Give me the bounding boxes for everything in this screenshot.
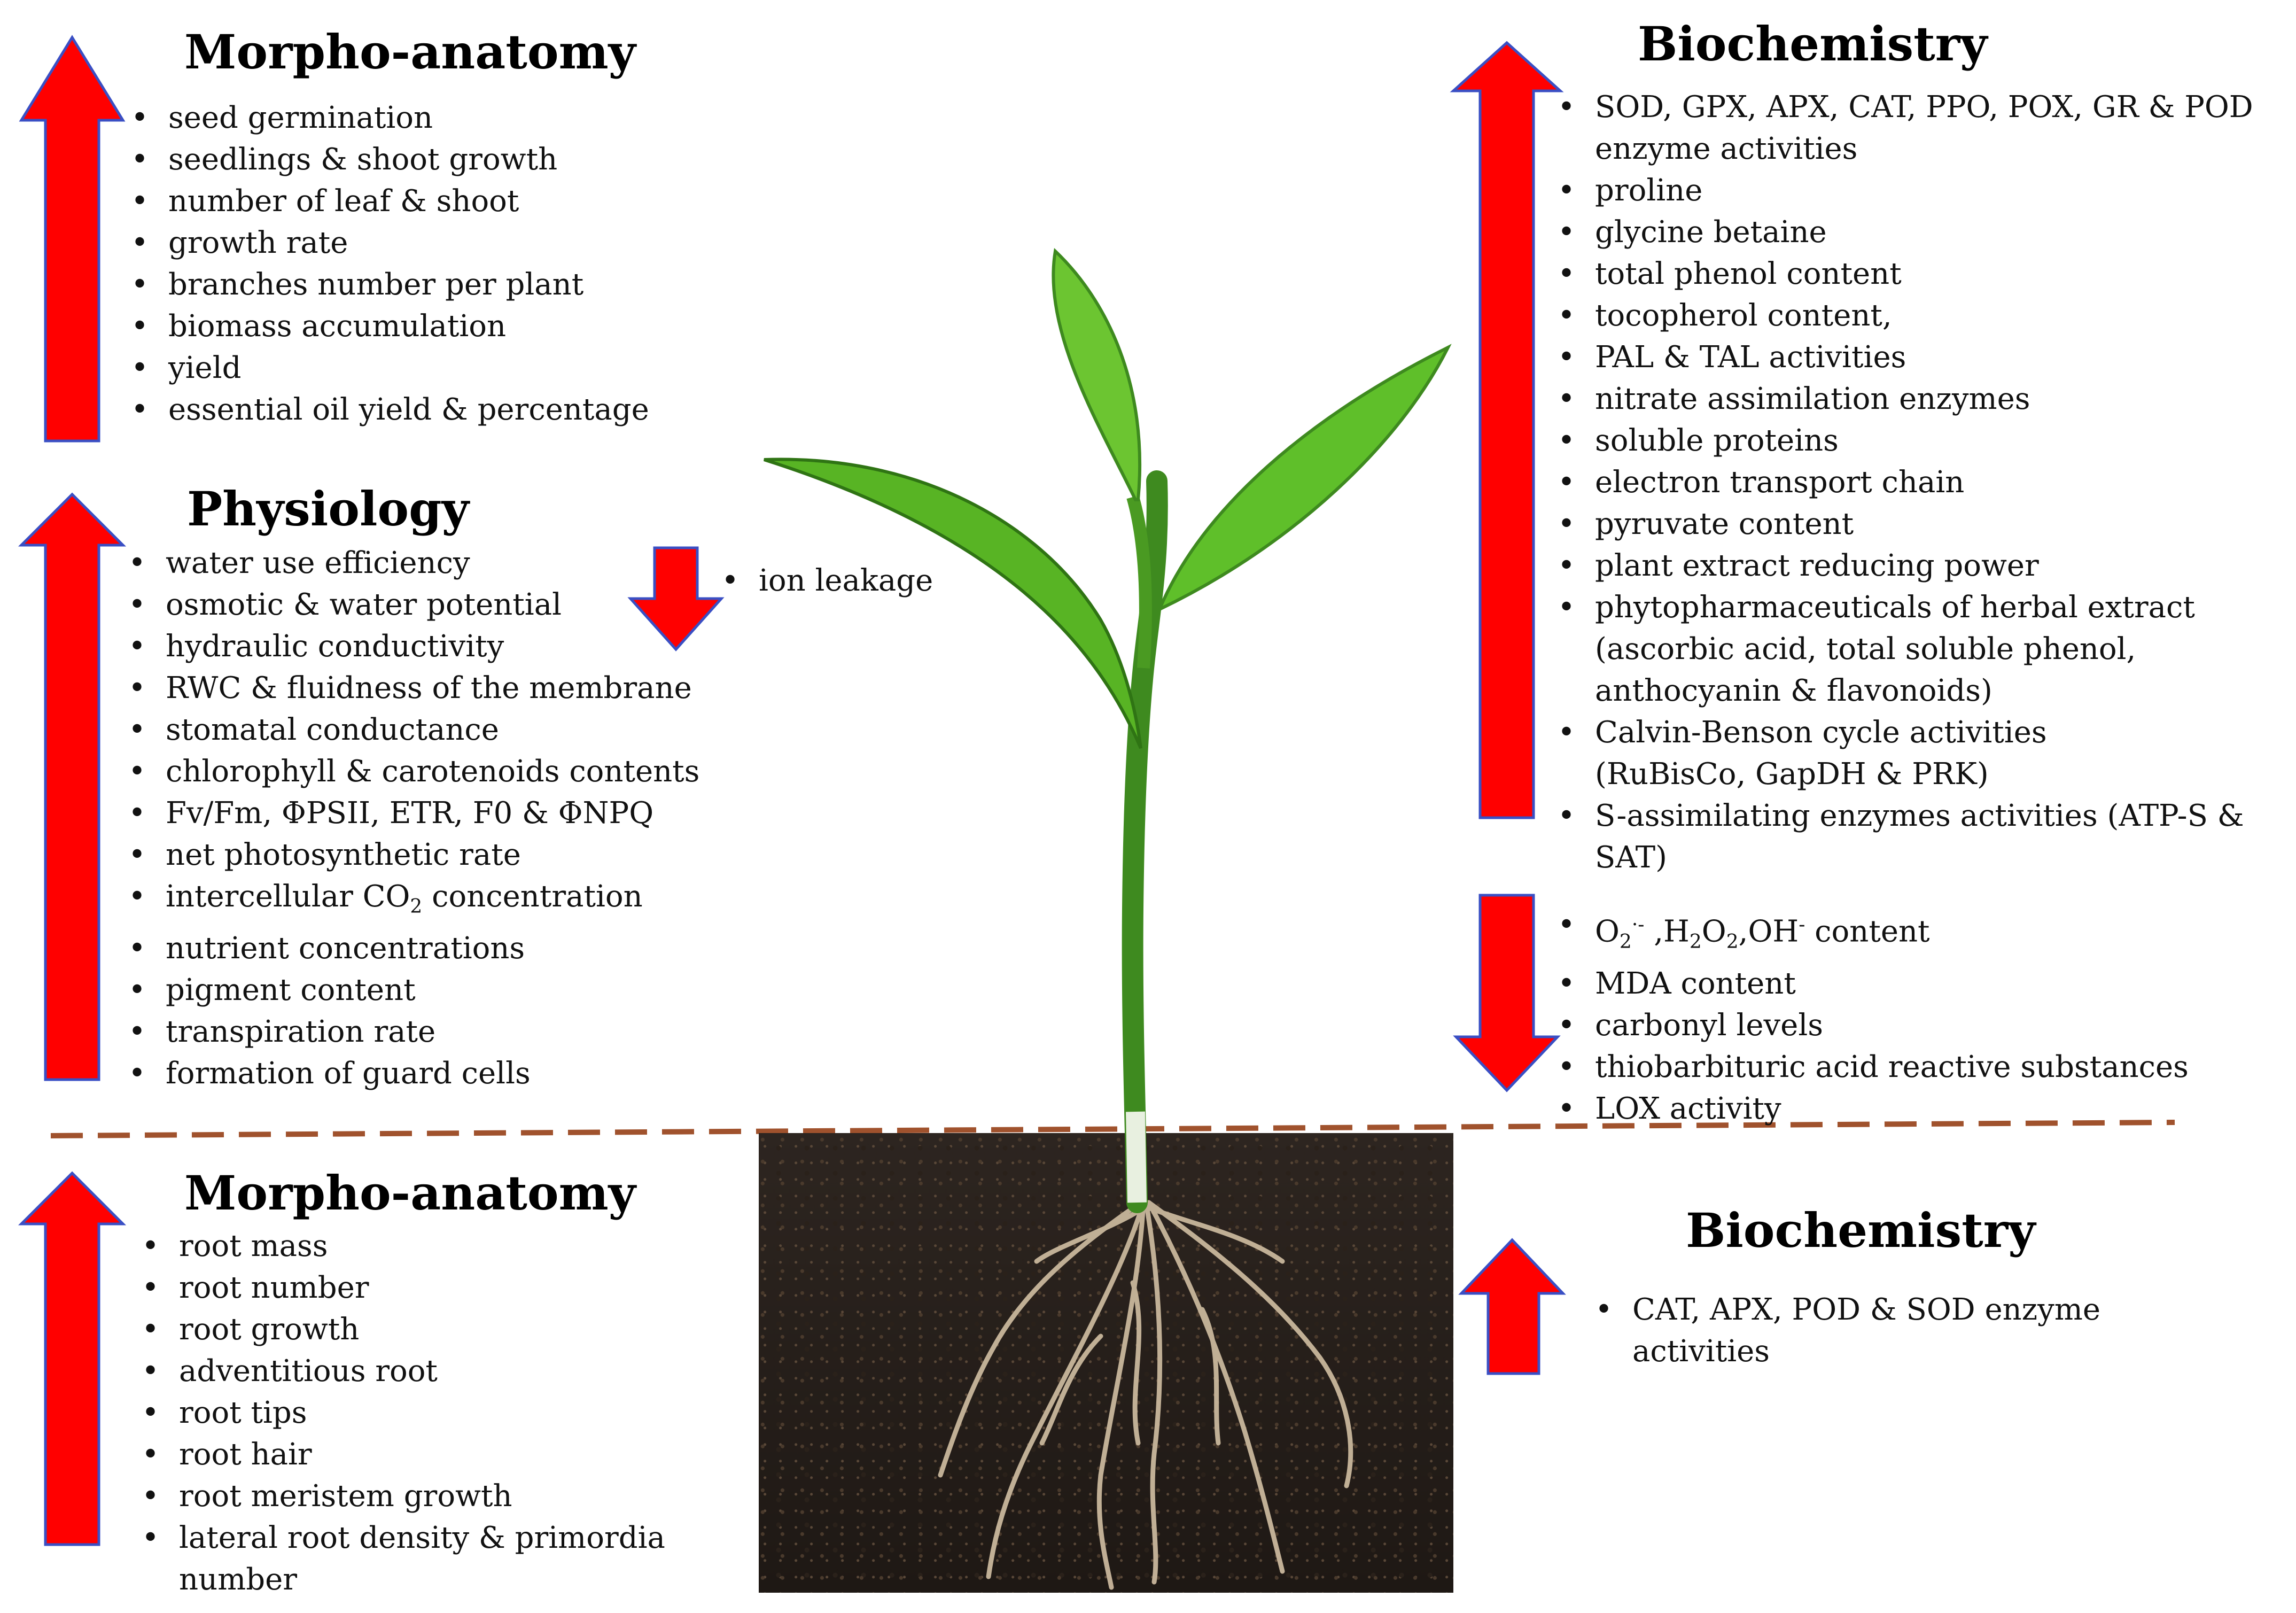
list-item: pyruvate content — [1558, 503, 2253, 545]
increase-arrow-biochemistry — [1450, 41, 1564, 819]
list-item: root tips — [142, 1392, 665, 1434]
list-item: SOD, GPX, APX, CAT, PPO, POX, GR & PODen… — [1558, 87, 2253, 170]
list-item: adventitious root — [142, 1351, 665, 1392]
list-item: root number — [142, 1267, 665, 1309]
list-item: tocopherol content, — [1558, 295, 2253, 337]
morpho-root-list: root mass root number root growth advent… — [142, 1226, 665, 1601]
list-item: formation of guard cells — [128, 1053, 699, 1095]
list-item: pigment content — [128, 970, 699, 1011]
list-item: osmotic & water potential — [128, 584, 699, 626]
increase-arrow-morpho-shoot — [19, 35, 126, 443]
list-item: glycine betaine — [1558, 212, 2253, 253]
list-item: nutrient concentrations — [128, 928, 699, 970]
ion-leakage-list: ion leakage — [721, 560, 933, 602]
list-item: Fv/Fm, ΦPSII, ETR, F0 & ΦNPQ — [128, 793, 699, 834]
list-item: growth rate — [131, 222, 649, 264]
decrease-arrow-ros — [1453, 894, 1561, 1092]
list-item: root growth — [142, 1309, 665, 1351]
list-item: S-assimilating enzymes activities (ATP-S… — [1558, 795, 2253, 879]
list-item: RWC & fluidness of the membrane — [128, 668, 699, 709]
increase-arrow-root-morpho — [18, 1171, 127, 1546]
list-item-ros: O2·- ,H2O2,OH- content — [1558, 904, 2189, 963]
ros-decrease-list: O2·- ,H2O2,OH- content MDA content carbo… — [1558, 904, 2189, 1130]
list-item: root mass — [142, 1226, 665, 1267]
list-item: soluble proteins — [1558, 420, 2253, 462]
heading-morpho-anatomy-root: Morpho-anatomy — [184, 1165, 636, 1221]
list-item: thiobarbituric acid reactive substances — [1558, 1046, 2189, 1088]
co2-suffix: concentration — [422, 879, 643, 914]
list-item: yield — [131, 347, 649, 389]
list-item: proline — [1558, 170, 2253, 212]
list-item: phytopharmaceuticals of herbal extract(a… — [1558, 587, 2253, 712]
list-item: stomatal conductance — [128, 709, 699, 751]
biochemistry-shoot-list: SOD, GPX, APX, CAT, PPO, POX, GR & PODen… — [1558, 87, 2253, 879]
list-item: hydraulic conductivity — [128, 626, 699, 668]
list-item-co2: intercellular CO2 concentration — [128, 876, 699, 928]
list-item: essential oil yield & percentage — [131, 389, 649, 431]
physiology-list: water use efficiency osmotic & water pot… — [128, 542, 699, 1095]
list-item: root hair — [142, 1434, 665, 1476]
list-item: PAL & TAL activities — [1558, 337, 2253, 378]
list-item: MDA content — [1558, 963, 2189, 1005]
leaf-top — [1052, 247, 1142, 501]
list-item: chlorophyll & carotenoids contents — [128, 751, 699, 793]
co2-subscript: 2 — [410, 896, 423, 918]
list-item: ion leakage — [721, 560, 933, 602]
co2-text: intercellular CO — [166, 879, 410, 914]
increase-arrow-root-biochemistry — [1458, 1238, 1566, 1375]
list-item: Calvin-Benson cycle activities(RuBisCo, … — [1558, 712, 2253, 795]
list-item: water use efficiency — [128, 542, 699, 584]
list-item: seed germination — [131, 97, 649, 139]
heading-morpho-anatomy-shoot: Morpho-anatomy — [184, 24, 636, 80]
list-item: LOX activity — [1558, 1088, 2189, 1130]
soil-block — [759, 1133, 1453, 1593]
list-item: seedlings & shoot growth — [131, 139, 649, 181]
list-item: root meristem growth — [142, 1476, 665, 1517]
list-item: carbonyl levels — [1558, 1005, 2189, 1046]
leaf-left — [764, 457, 1142, 749]
list-item: number of leaf & shoot — [131, 181, 649, 222]
list-item: branches number per plant — [131, 264, 649, 306]
list-item: plant extract reducing power — [1558, 545, 2253, 587]
heading-biochemistry-root: Biochemistry — [1686, 1203, 2036, 1258]
list-item: net photosynthetic rate — [128, 834, 699, 876]
roots — [938, 1200, 1353, 1590]
leaf-right — [1156, 344, 1452, 613]
increase-arrow-physiology — [18, 492, 127, 1081]
heading-physiology: Physiology — [187, 481, 469, 537]
list-item: biomass accumulation — [131, 306, 649, 347]
morpho-shoot-list: seed germination seedlings & shoot growt… — [131, 97, 649, 431]
list-item: nitrate assimilation enzymes — [1558, 378, 2253, 420]
list-item: electron transport chain — [1558, 462, 2253, 503]
list-item: total phenol content — [1558, 253, 2253, 295]
heading-biochemistry-shoot: Biochemistry — [1638, 16, 1988, 72]
list-item: transpiration rate — [128, 1011, 699, 1053]
